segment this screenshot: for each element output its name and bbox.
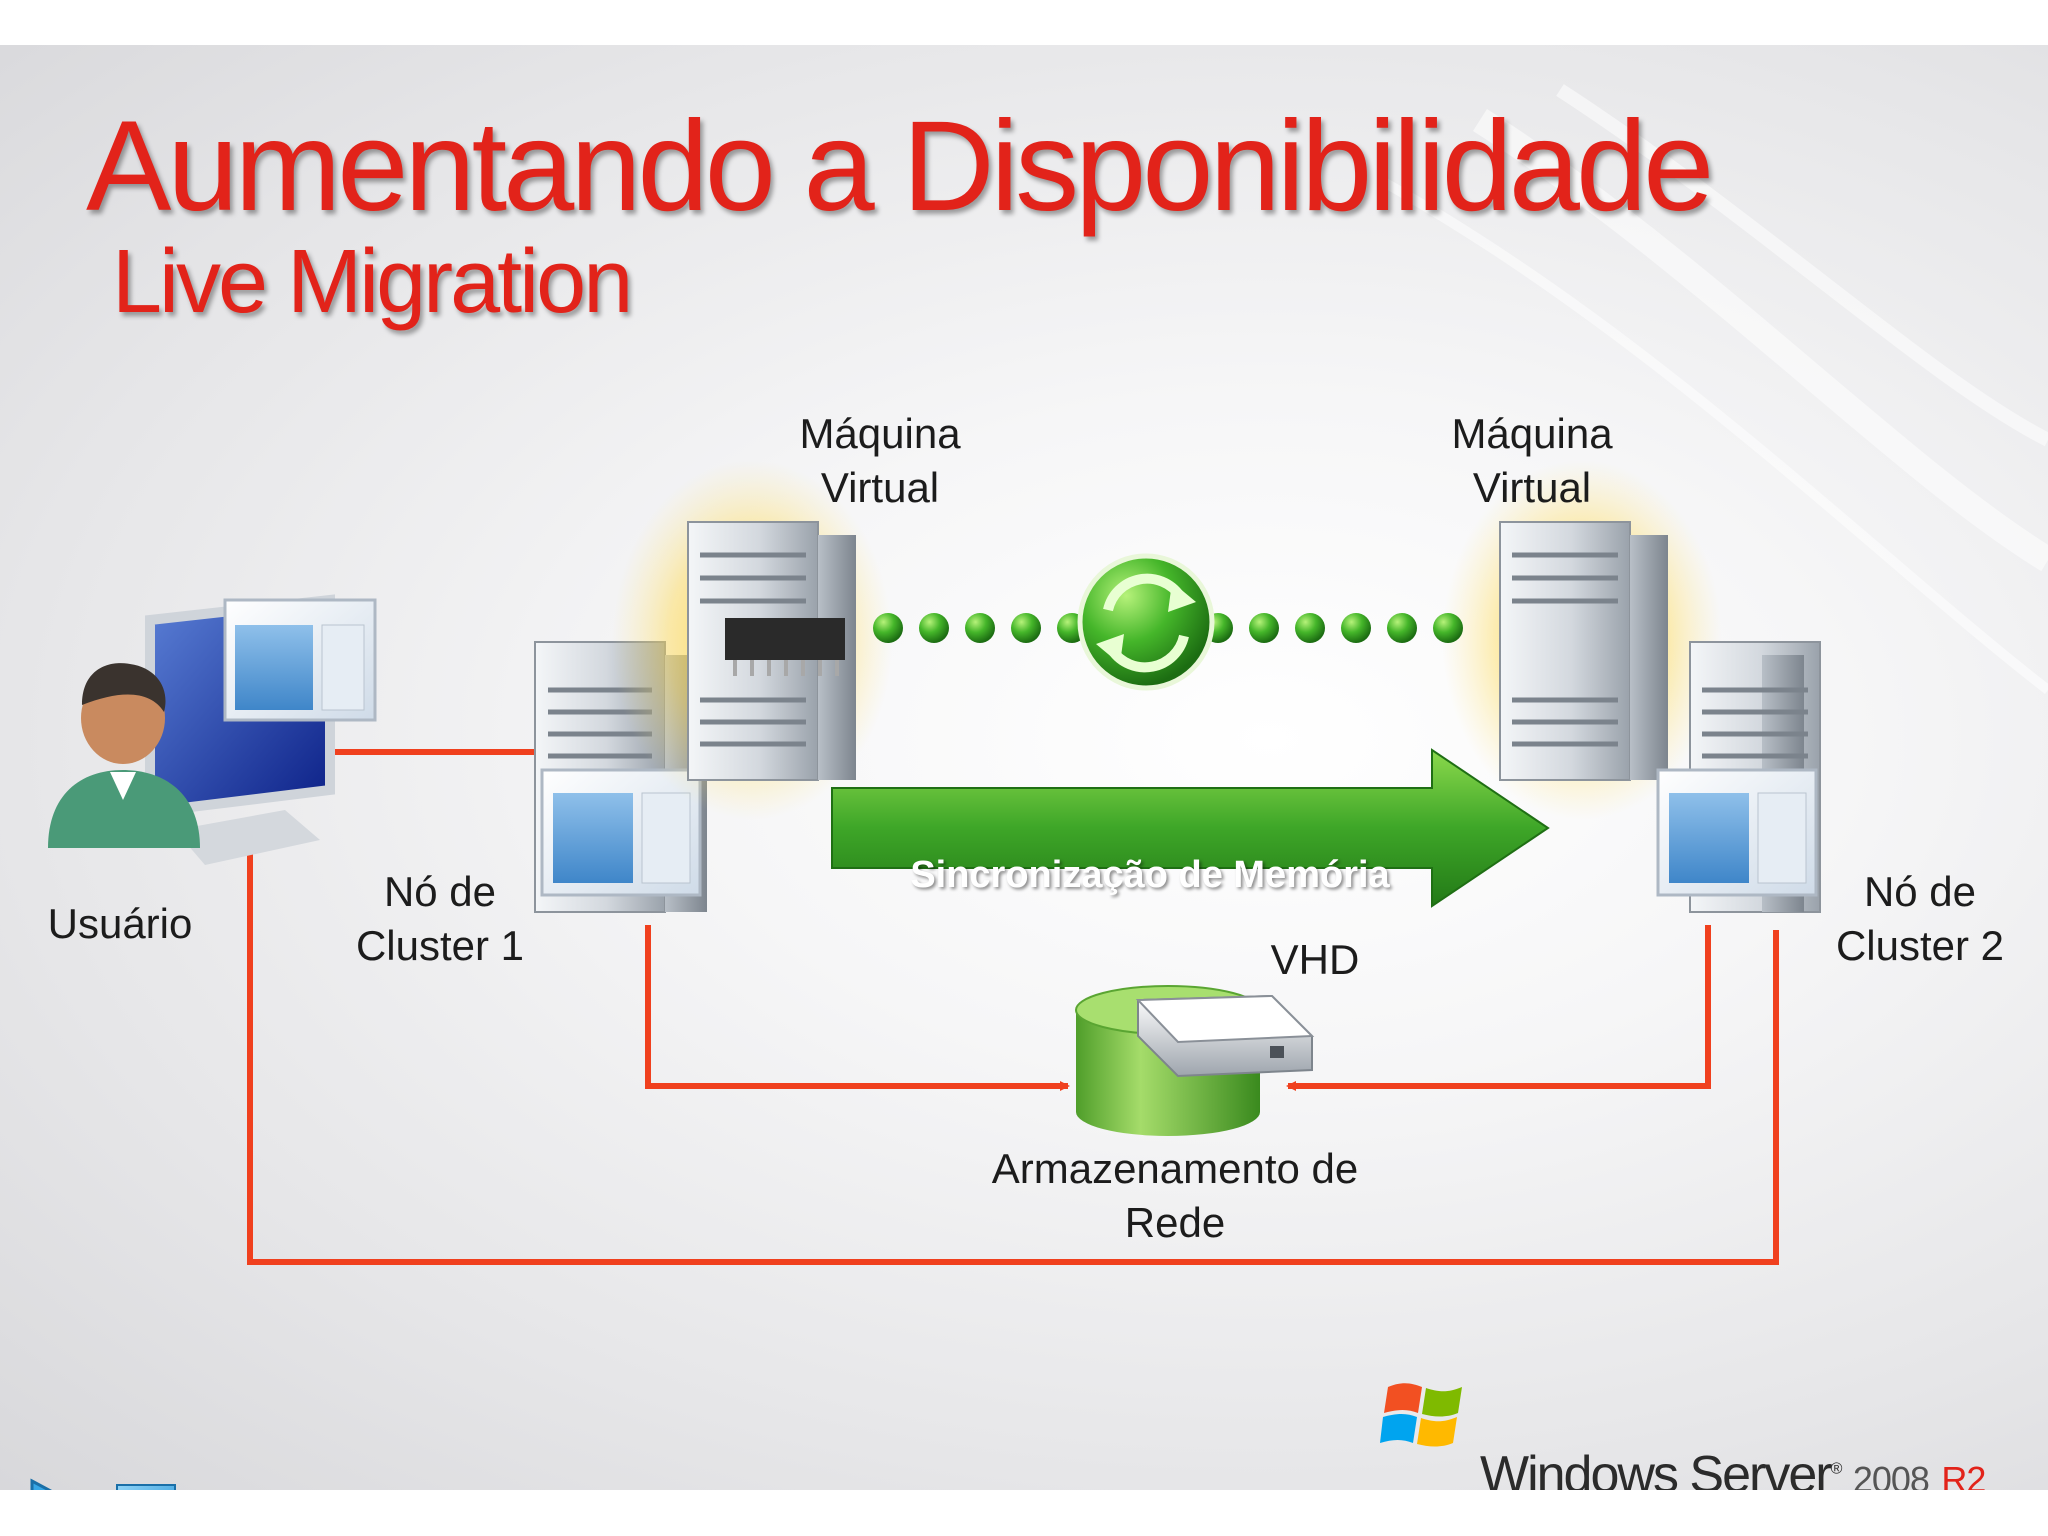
brand-version: 2008 — [1852, 1459, 1930, 1491]
brand-name: Windows Server — [1480, 1446, 1833, 1490]
vhd-label: VHD — [1270, 936, 1360, 983]
window-icon — [1656, 768, 1818, 897]
server-icon — [1499, 521, 1668, 781]
vm-left-label: Máquina Virtual — [799, 410, 961, 511]
diagram-canvas — [48, 84, 2048, 1265]
vm-right-label: Máquina Virtual — [1451, 410, 1613, 511]
memory-sync-arrow — [831, 748, 1550, 908]
play-icon[interactable] — [26, 1477, 96, 1490]
windows-server-brand: Windows Server® 2008 R2 — [1480, 1446, 1986, 1491]
sync-icon — [1077, 553, 1215, 691]
memory-chip-icon — [725, 618, 845, 676]
connector-node1-storage — [645, 925, 1070, 1091]
node1-label: Nó de Cluster 1 — [355, 868, 525, 969]
window-icon — [540, 768, 702, 897]
stop-icon[interactable] — [116, 1484, 176, 1490]
connector-node2-storage — [1286, 925, 1711, 1091]
connector-user-node2 — [247, 852, 1779, 1265]
user-label: Usuário — [47, 900, 193, 947]
network-connectors — [247, 749, 1779, 1265]
slide: Aumentando a Disponibilidade Live Migrat… — [0, 45, 2048, 1490]
windows-logo-icon — [1380, 1383, 1462, 1447]
slide-subtitle: Live Migration — [112, 232, 633, 332]
disk-drive-icon — [1135, 994, 1315, 1078]
storage-label: Armazenamento de Rede — [991, 1145, 1359, 1246]
memory-sync-label: Sincronização de Memória — [910, 854, 1390, 896]
background-swooshes — [1377, 84, 2048, 694]
brand-edition: R2 — [1941, 1459, 1986, 1491]
user-workstation — [48, 594, 377, 865]
user-icon — [48, 663, 200, 848]
node2-label: Nó de Cluster 2 — [1835, 868, 2005, 969]
slide-title: Aumentando a Disponibilidade — [86, 95, 1714, 238]
